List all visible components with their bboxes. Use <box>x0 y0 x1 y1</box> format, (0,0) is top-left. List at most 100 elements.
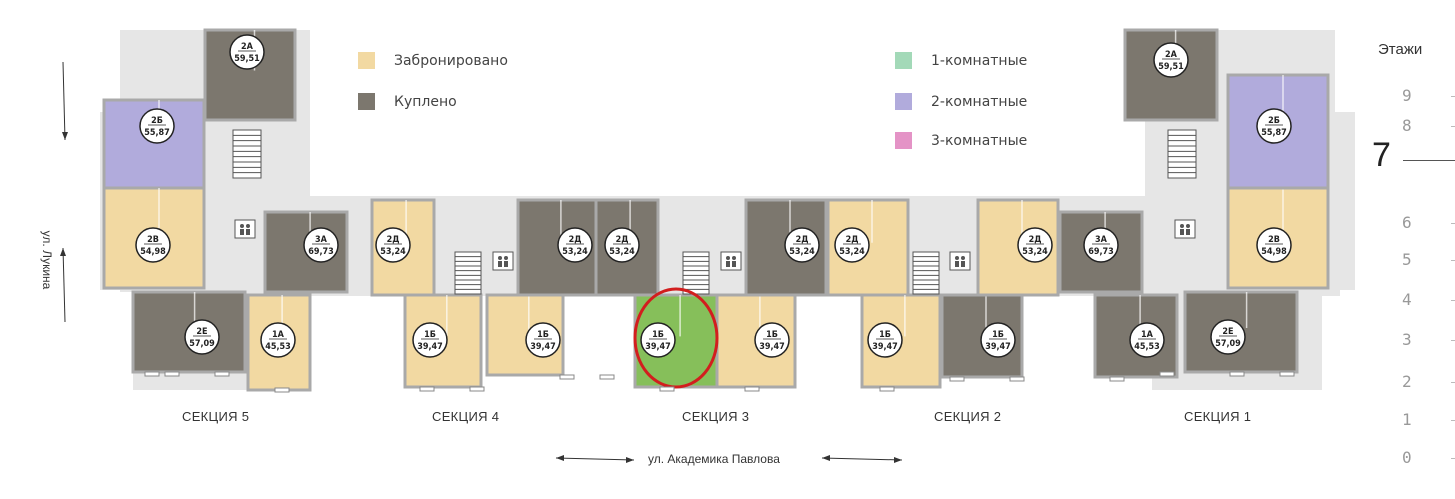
floor-5[interactable]: 5 <box>1402 250 1412 269</box>
apartment-type: 2Д <box>387 235 400 245</box>
floor-6[interactable]: 6 <box>1402 213 1412 232</box>
floor-7[interactable]: 7 <box>1372 136 1391 174</box>
apartment-1-2V[interactable]: 2В 54,98 <box>1226 186 1330 290</box>
floor-4[interactable]: 4 <box>1402 290 1412 309</box>
apartment-type: 2В <box>1268 235 1280 245</box>
floor-tick <box>1451 126 1455 127</box>
floor-1[interactable]: 1 <box>1402 410 1412 429</box>
apartment-badge <box>784 227 820 263</box>
apartment-badge <box>1017 227 1053 263</box>
legend-three-room-label: 3-комнатные <box>931 132 1028 149</box>
apartment-area: 39,47 <box>872 342 898 352</box>
apartment-badge <box>229 34 265 70</box>
apartment-type: 1Б <box>652 330 664 340</box>
apartment-badge <box>184 319 220 355</box>
legend-two-room-swatch <box>895 93 912 110</box>
apartment-area: 69,73 <box>1088 247 1114 257</box>
apartment-badge <box>412 322 448 358</box>
legend-one-room: 1-комнатные <box>895 52 1027 69</box>
apartment-badge <box>139 108 175 144</box>
apartment-area: 53,24 <box>839 247 865 257</box>
legend-one-room-label: 1-комнатные <box>931 52 1028 69</box>
apartment-badge <box>375 227 411 263</box>
floor-tick <box>1451 300 1455 301</box>
floor-9[interactable]: 9 <box>1402 86 1412 105</box>
apartment-area: 57,09 <box>189 339 215 349</box>
floor-tick <box>1451 458 1455 459</box>
stairs <box>454 251 482 295</box>
legend-one-room-swatch <box>895 52 912 69</box>
apartment-5-2V[interactable]: 2В 54,98 <box>102 186 206 290</box>
apartment-area: 54,98 <box>1261 247 1287 257</box>
street-left-arrows <box>60 61 68 323</box>
floor-0[interactable]: 0 <box>1402 448 1412 467</box>
apartment-type: 1Б <box>424 330 436 340</box>
elevator-icon <box>1174 219 1196 239</box>
apartment-4-2D-b[interactable]: 2Д 53,24 <box>516 198 598 297</box>
stairs <box>912 251 940 295</box>
apartment-badge <box>640 322 676 358</box>
apartment-badge <box>1256 227 1292 263</box>
apartment-type: 2Д <box>846 235 859 245</box>
section-label-2: СЕКЦИЯ 2 <box>934 409 1002 424</box>
street-bottom-label: ул. Академика Павлова <box>648 452 780 466</box>
apartment-type: 2Д <box>796 235 809 245</box>
apartment-badge <box>754 322 790 358</box>
apartment-type: 2Д <box>569 235 582 245</box>
section-label-5: СЕКЦИЯ 5 <box>182 409 250 424</box>
apartment-badge <box>135 227 171 263</box>
apartment-area: 53,24 <box>562 247 588 257</box>
section-label-4: СЕКЦИЯ 4 <box>432 409 500 424</box>
apartment-badge <box>525 322 561 358</box>
apartment-badge <box>1129 322 1165 358</box>
legend-three-room-swatch <box>895 132 912 149</box>
apartment-1-2B[interactable]: 2Б 55,87 <box>1226 73 1330 190</box>
apartment-type: 2Б <box>151 116 163 126</box>
floor-8[interactable]: 8 <box>1402 116 1412 135</box>
floor-selector-title: Этажи <box>1378 41 1423 58</box>
apartment-badge <box>1256 108 1292 144</box>
apartment-area: 39,47 <box>985 342 1011 352</box>
apartment-type: 2В <box>147 235 159 245</box>
apartment-area: 54,98 <box>140 247 166 257</box>
apartment-area: 55,87 <box>1261 128 1287 138</box>
apartment-badge <box>303 227 339 263</box>
floor-2[interactable]: 2 <box>1402 372 1412 391</box>
apartment-type: 2Д <box>616 235 629 245</box>
apartment-area: 55,87 <box>144 128 170 138</box>
apartment-5-2B[interactable]: 2Б 55,87 <box>102 98 206 190</box>
apartment-area: 39,47 <box>530 342 556 352</box>
apartment-badge <box>1153 42 1189 78</box>
apartment-badge <box>867 322 903 358</box>
elevator-icon <box>234 219 256 239</box>
apartment-type: 2А <box>1165 50 1178 60</box>
stairs <box>232 129 262 179</box>
stairs <box>1167 129 1197 179</box>
apartment-2-2D-a[interactable]: 2Д 53,24 <box>826 198 910 297</box>
floor-3[interactable]: 3 <box>1402 330 1412 349</box>
legend-two-room-label: 2-комнатные <box>931 93 1028 110</box>
legend-reserved-label: Забронировано <box>394 52 508 69</box>
street-bottom-arrows <box>555 455 903 463</box>
apartment-area: 69,73 <box>308 247 334 257</box>
apartment-badge <box>557 227 593 263</box>
apartment-type: 2Б <box>1268 116 1280 126</box>
